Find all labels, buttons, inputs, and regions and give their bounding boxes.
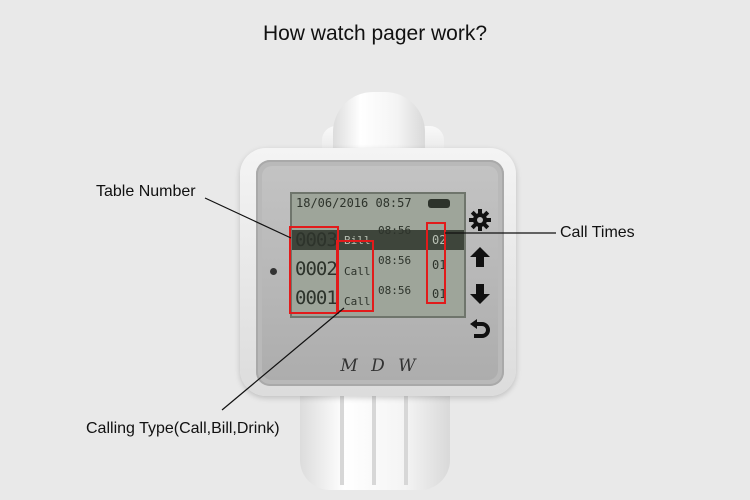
indicator-light xyxy=(270,268,277,275)
lcd-highlight-bar xyxy=(292,230,464,250)
label-calling-type: Calling Type(Call,Bill,Drink) xyxy=(86,420,280,437)
call-times-highlight-box xyxy=(426,222,446,304)
calling-type-highlight-box xyxy=(336,240,374,312)
row-call-time: 08:56 xyxy=(378,284,412,297)
row-call-type: Call xyxy=(344,295,371,308)
row-call-time: 08:56 xyxy=(378,224,412,237)
lcd-time: 08:57 xyxy=(375,196,412,210)
row-call-time: 08:56 xyxy=(378,254,412,267)
label-table-number: Table Number xyxy=(96,183,196,200)
row-call-count: 01 xyxy=(432,287,447,301)
return-icon[interactable] xyxy=(468,316,492,340)
arrow-up-icon[interactable] xyxy=(468,245,492,269)
lcd-datetime: 18/06/2016 08:57 xyxy=(296,196,412,210)
row-call-count: 02 xyxy=(432,233,447,247)
table-number-highlight-box xyxy=(289,226,339,314)
lcd-screen: 18/06/2016 08:57 0003 Bill 08:56 02 0002… xyxy=(290,192,466,318)
gear-icon[interactable] xyxy=(468,208,492,232)
row-table-number: 0003 xyxy=(295,229,338,251)
row-call-type: Call xyxy=(344,265,371,278)
strap-ridge xyxy=(404,385,408,485)
page-title: How watch pager work? xyxy=(262,22,488,45)
lcd-date: 18/06/2016 xyxy=(296,196,369,210)
battery-icon xyxy=(428,199,450,208)
label-call-times: Call Times xyxy=(560,224,635,241)
row-table-number: 0001 xyxy=(295,287,338,309)
arrow-down-icon[interactable] xyxy=(468,282,492,306)
brand-logo: M D W xyxy=(340,356,420,376)
strap-ridge xyxy=(340,385,344,485)
row-table-number: 0002 xyxy=(295,258,338,280)
strap-ridge xyxy=(372,385,376,485)
row-call-count: 01 xyxy=(432,258,447,272)
